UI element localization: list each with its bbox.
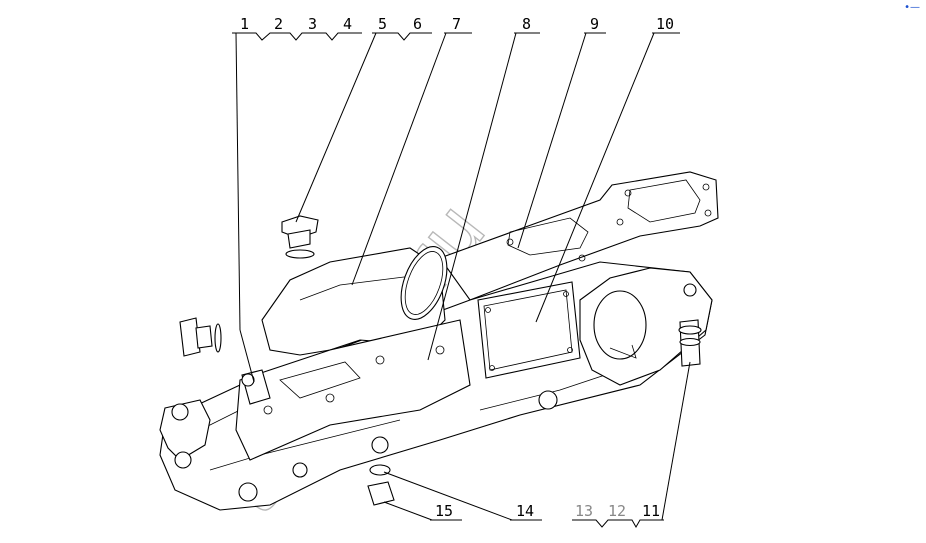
heat-shield bbox=[477, 281, 581, 379]
plug-left bbox=[179, 317, 222, 357]
label-3: 3 bbox=[308, 15, 317, 33]
label-5: 5 bbox=[378, 15, 387, 33]
outlet-elbow bbox=[579, 267, 713, 386]
label-8: 8 bbox=[522, 15, 531, 33]
plug-top bbox=[281, 215, 319, 259]
label-4: 4 bbox=[343, 15, 352, 33]
label-2: 2 bbox=[274, 15, 283, 33]
label-15: 15 bbox=[435, 502, 453, 520]
corner-mark: •— bbox=[904, 2, 920, 13]
bottom-nut bbox=[367, 481, 395, 506]
stud-right bbox=[678, 319, 702, 367]
flange-box bbox=[235, 319, 471, 461]
gasket bbox=[439, 171, 719, 301]
label-7: 7 bbox=[452, 15, 461, 33]
leaders bbox=[232, 32, 691, 529]
label-14: 14 bbox=[516, 502, 534, 520]
label-1: 1 bbox=[240, 15, 249, 33]
label-11: 11 bbox=[642, 502, 660, 520]
label-13: 13 bbox=[575, 502, 593, 520]
label-10: 10 bbox=[656, 15, 674, 33]
fitting-1-4 bbox=[241, 369, 271, 405]
label-12: 12 bbox=[608, 502, 626, 520]
label-6: 6 bbox=[413, 15, 422, 33]
label-9: 9 bbox=[590, 15, 599, 33]
